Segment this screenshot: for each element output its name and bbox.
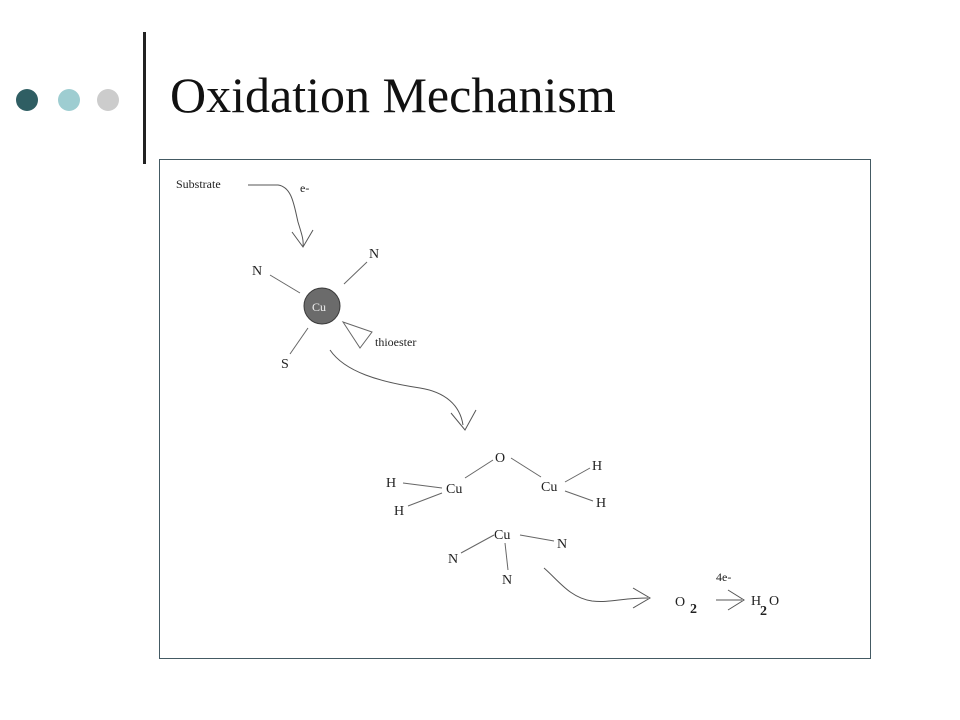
nitrogen-right-label: N — [369, 247, 379, 262]
bond-cu-o-left — [464, 459, 494, 479]
mechanism-diagram: Substrate e- Cu N N S thioester O Cu Cu … — [176, 177, 779, 619]
substrate-label: Substrate — [176, 177, 221, 191]
bond-h-left-bottom — [407, 492, 443, 507]
reaction-arrowhead-1 — [450, 409, 477, 431]
bond-cu-n-right — [519, 534, 555, 542]
copper-lower-label: Cu — [494, 528, 510, 543]
thioester-label: thioester — [375, 335, 416, 349]
bond-cu-n-bottom — [504, 542, 509, 571]
copper-label: Cu — [312, 300, 326, 314]
nitrogen-lower-right-label: N — [557, 537, 567, 552]
hydrogen-left-top-label: H — [386, 476, 396, 491]
electron-label: e- — [300, 181, 309, 195]
oxygen-molecule-label: O — [675, 595, 685, 610]
hydrogen-right-top-label: H — [592, 459, 602, 474]
bond-h-right-bottom — [564, 490, 594, 502]
nitrogen-lower-left-label: N — [448, 552, 458, 567]
oxygen-subscript: 2 — [690, 602, 697, 617]
oxygen-bridge-label: O — [495, 451, 505, 466]
hydrogen-molecule-label: H — [751, 594, 761, 609]
hydrogen-subscript: 2 — [760, 604, 767, 619]
substrate-arrowhead — [291, 229, 314, 248]
nitrogen-left-label: N — [252, 264, 262, 279]
sulfur-label: S — [281, 357, 289, 372]
bond-n-right — [343, 261, 368, 285]
reaction-arrow-2 — [543, 567, 649, 602]
reaction-arrowhead-3 — [727, 589, 745, 611]
reaction-arrow-1 — [329, 349, 464, 426]
title-divider — [143, 32, 146, 164]
bond-h-left-top — [402, 482, 443, 489]
bullet-dot-teal — [58, 89, 80, 111]
bond-o-cu-right — [510, 457, 542, 478]
bond-n-left — [269, 274, 301, 294]
hydrogen-left-bottom-label: H — [394, 504, 404, 519]
copper-atom — [303, 287, 341, 325]
bullet-dot-dark — [16, 89, 38, 111]
mechanism-figure: Substrate e- Cu N N S thioester O Cu Cu … — [159, 159, 871, 659]
copper-left-label: Cu — [446, 482, 462, 497]
reaction-arrowhead-2 — [632, 587, 651, 609]
substrate-arrow — [248, 184, 304, 247]
hydrogen-right-bottom-label: H — [596, 496, 606, 511]
nitrogen-lower-bottom-label: N — [502, 573, 512, 588]
four-electrons-label: 4e- — [716, 570, 731, 584]
bond-h-right-top — [564, 467, 591, 483]
thioester-wedge — [341, 321, 373, 349]
water-oxygen-label: O — [769, 594, 779, 609]
copper-right-label: Cu — [541, 480, 557, 495]
bond-s — [289, 327, 309, 355]
bullet-dot-gray — [97, 89, 119, 111]
slide-title: Oxidation Mechanism — [170, 67, 616, 123]
bond-cu-n-left — [460, 534, 495, 554]
